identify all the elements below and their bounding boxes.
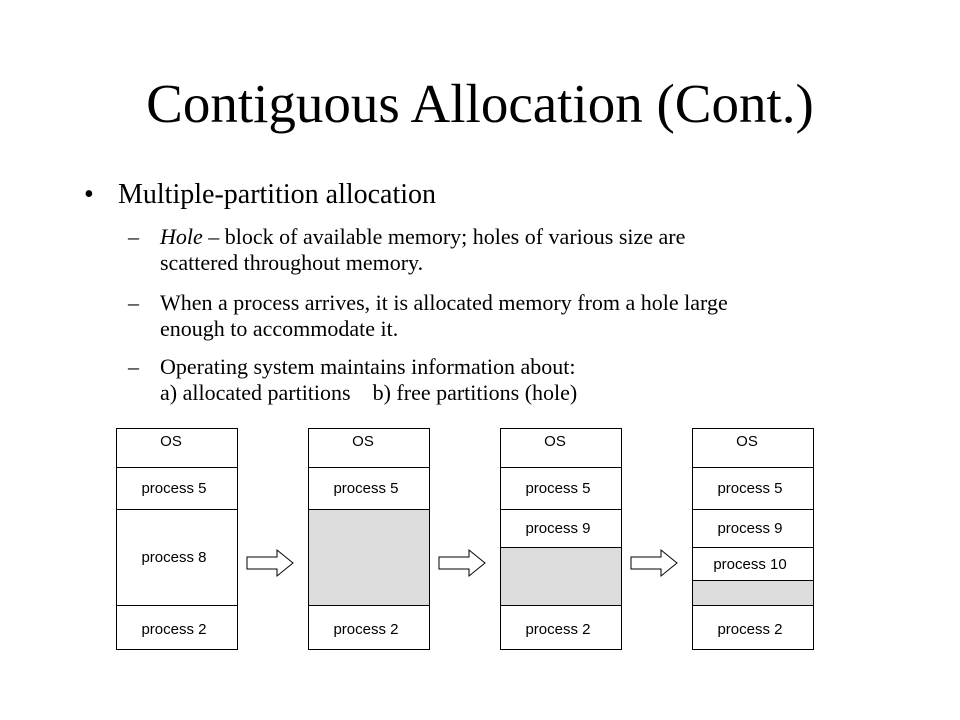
hole-segment [693,581,813,606]
os-label: OS [544,433,566,450]
process-segment: process 5 [309,468,429,510]
sub-item-text: Operating system maintains information a… [160,354,880,406]
sub-item-text: Hole – block of available memory; holes … [160,224,880,276]
hole-term: Hole [160,224,203,249]
dash-marker: – [128,224,139,249]
hole-segment [501,548,621,606]
os-segment: OS [501,429,621,468]
process-segment: process 2 [501,606,621,651]
bullet-marker: • [84,179,94,210]
transition-arrow-2 [438,548,486,578]
process-segment: process 8 [117,510,237,606]
process-label: process 2 [525,621,591,638]
process-segment: process 9 [693,510,813,548]
dash-marker: – [128,354,139,379]
slide-title: Contiguous Allocation (Cont.) [146,73,814,134]
process-segment: process 2 [117,606,237,651]
process-label: process 5 [141,480,207,497]
process-label: process 10 [713,555,787,573]
sub-item-line2: enough to accommodate it. [160,316,399,341]
process-segment: process 2 [693,606,813,651]
dash-marker: – [128,290,139,315]
process-label: process 5 [525,480,591,497]
process-label: process 2 [333,621,399,638]
memory-snapshot-1: OS process 5 process 8 process 2 [116,428,238,650]
process-label: process 5 [717,480,783,497]
bullet-text: Multiple-partition allocation [118,179,437,210]
process-segment: process 5 [117,468,237,510]
os-segment: OS [117,429,237,468]
sub-item-line1: Operating system maintains information a… [160,354,576,379]
memory-snapshot-2: OS process 5 process 2 [308,428,430,650]
os-label: OS [736,433,758,450]
sub-item-line2: scattered throughout memory. [160,250,424,275]
sub-item-line2: a) allocated partitions b) free partitio… [160,380,578,405]
memory-snapshot-3: OS process 5 process 9 process 2 [500,428,622,650]
process-segment: process 2 [309,606,429,651]
process-label: process 8 [141,549,207,566]
process-label: process 2 [717,621,783,638]
os-label: OS [352,433,374,450]
sub-item-line1: – block of available memory; holes of va… [202,224,686,249]
process-label: process 2 [141,621,207,638]
process-segment: process 9 [501,510,621,548]
transition-arrow-1 [246,548,294,578]
hole-segment [309,510,429,606]
transition-arrow-3 [630,548,678,578]
sub-item-text: When a process arrives, it is allocated … [160,290,880,342]
memory-snapshot-4: OS process 5 process 9 process 10 process 2 [692,428,814,650]
process-segment: process 5 [693,468,813,510]
process-label: process 9 [717,520,783,537]
process-segment: process 10 [693,548,813,581]
os-segment: OS [309,429,429,468]
os-segment: OS [693,429,813,468]
process-label: process 5 [333,480,399,497]
process-segment: process 5 [501,468,621,510]
os-label: OS [160,433,182,450]
process-label: process 9 [525,520,591,537]
sub-item-line1: When a process arrives, it is allocated … [160,290,728,315]
